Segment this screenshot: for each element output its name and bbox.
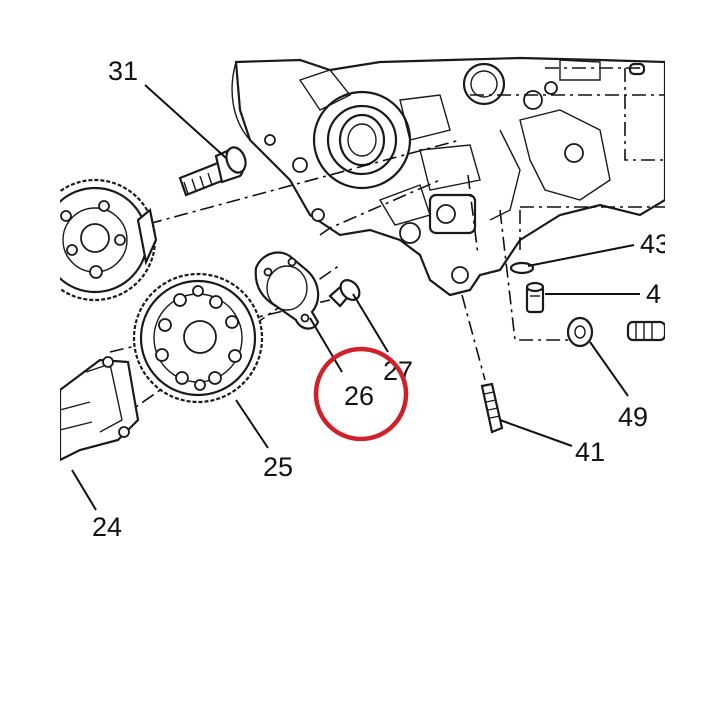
callout-26: 26 <box>344 381 374 411</box>
leader-lines <box>71 84 640 511</box>
callout-49: 49 <box>618 402 648 432</box>
crankcase-housing <box>231 56 665 297</box>
callout-43: 43 <box>640 229 670 259</box>
plug-49 <box>626 320 665 342</box>
callout-25: 25 <box>263 452 293 482</box>
callout-24: 24 <box>92 512 122 542</box>
washer-43 <box>509 261 535 275</box>
gear-25 <box>132 272 264 404</box>
plate-26 <box>254 251 320 330</box>
washer-49 <box>566 316 594 348</box>
callout-31: 31 <box>108 56 138 86</box>
highlight-circle <box>313 346 409 442</box>
upper-gear <box>60 178 158 302</box>
bolt-4x <box>525 281 545 314</box>
callout-4x: 4 <box>646 279 661 309</box>
camshaft-24 <box>60 356 140 462</box>
bolt-31 <box>178 146 247 197</box>
stud-41 <box>480 382 504 434</box>
callout-41: 41 <box>575 437 605 467</box>
